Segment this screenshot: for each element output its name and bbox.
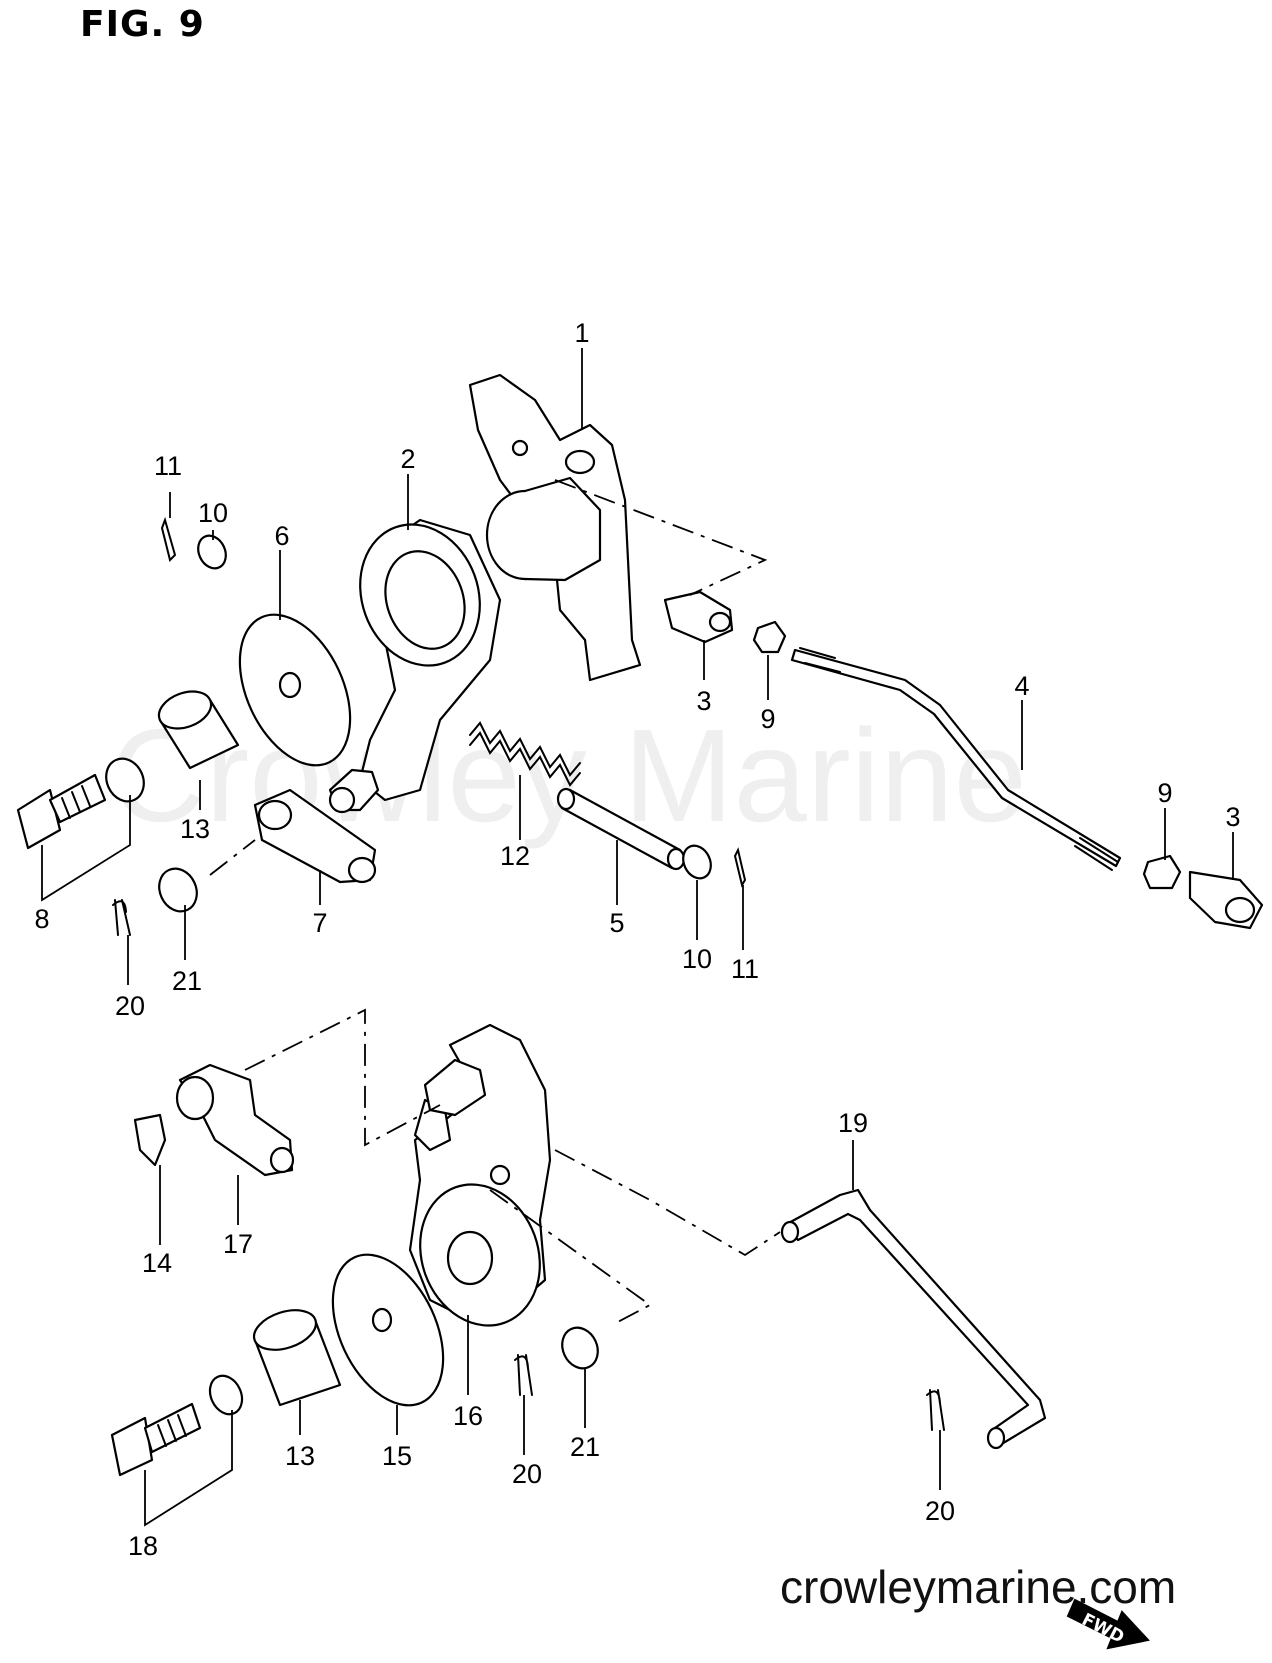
callout-20b: 20 (512, 1459, 542, 1489)
callout-17: 17 (223, 1229, 253, 1259)
callout-4: 4 (1014, 671, 1029, 701)
callout-5: 5 (609, 908, 624, 938)
callout-18: 18 (128, 1531, 158, 1561)
part-washer-bolt-lower (208, 1374, 244, 1416)
assembly-line-2 (209, 839, 256, 876)
part-11-cotter-right (733, 847, 747, 888)
leader-lines (41, 348, 1234, 1527)
callout-11b: 11 (731, 954, 759, 984)
part-7-rod-end (253, 788, 377, 884)
callout-3b: 3 (1225, 802, 1240, 832)
part-12-spring (469, 721, 581, 787)
part-20-clip-lower-right (926, 1389, 945, 1431)
callout-19: 19 (838, 1108, 868, 1138)
part-11-cotter-left (160, 516, 177, 562)
assembly-line-3 (244, 1008, 441, 1147)
part-2-arm (328, 518, 502, 814)
site-url: crowleymarine.com (780, 1561, 1177, 1613)
assembly-line-1 (554, 479, 768, 596)
part-17-collar (175, 1063, 295, 1177)
callout-16: 16 (453, 1401, 483, 1431)
callout-11: 11 (154, 451, 182, 481)
part-19-bent-rod (780, 1188, 1047, 1450)
part-4-rod (790, 647, 1122, 871)
part-8-bolt (16, 773, 107, 850)
part-20-clip-upper (112, 899, 131, 936)
part-16-lever-plate (408, 1023, 552, 1327)
part-1-lever (468, 373, 642, 682)
callout-9: 9 (760, 704, 775, 734)
part-20-clip-lower-mid (514, 1354, 533, 1396)
assembly-line-5 (489, 1189, 652, 1326)
callout-10: 10 (198, 498, 228, 528)
callout-13: 13 (180, 814, 210, 844)
part-3-joint-right (1188, 870, 1264, 930)
part-13-bushing-upper (157, 690, 240, 770)
part-washer-bolt-upper (105, 757, 145, 803)
callout-7: 7 (312, 908, 327, 938)
part-14-clip (133, 1113, 167, 1167)
callout-20: 20 (115, 991, 145, 1021)
callout-10b: 10 (682, 944, 712, 974)
callout-2: 2 (400, 444, 415, 474)
part-3-joint-upper (663, 590, 734, 644)
part-18-bolt (110, 1402, 202, 1477)
figure-title: FIG. 9 (80, 4, 205, 45)
callout-21: 21 (172, 966, 202, 996)
part-5-pin (556, 787, 686, 871)
callout-12: 12 (500, 841, 530, 871)
callout-21b: 21 (570, 1432, 600, 1462)
callout-3: 3 (696, 686, 711, 716)
callout-6: 6 (274, 521, 289, 551)
part-10-washer-left (197, 534, 227, 570)
assembly-line-4 (554, 1149, 781, 1257)
callout-1: 1 (574, 318, 589, 348)
part-13-bushing-lower (252, 1309, 342, 1407)
part-6-washer (238, 613, 352, 767)
callout-8: 8 (34, 904, 49, 934)
callout-13b: 13 (285, 1441, 315, 1471)
part-9-nut-upper (752, 620, 787, 654)
callouts: 1 2 3 3 4 5 6 7 8 9 9 10 10 11 11 12 13 … (34, 318, 1240, 1561)
part-21-washer-upper (158, 867, 198, 913)
part-9-nut-right (1142, 854, 1182, 890)
callout-20c: 20 (925, 1496, 955, 1526)
part-21-washer-lower (561, 1326, 599, 1370)
part-15-washer (331, 1253, 445, 1407)
callout-9b: 9 (1157, 778, 1172, 808)
callout-14: 14 (142, 1248, 172, 1278)
part-10-washer-right (682, 844, 712, 880)
callout-15: 15 (382, 1441, 412, 1471)
